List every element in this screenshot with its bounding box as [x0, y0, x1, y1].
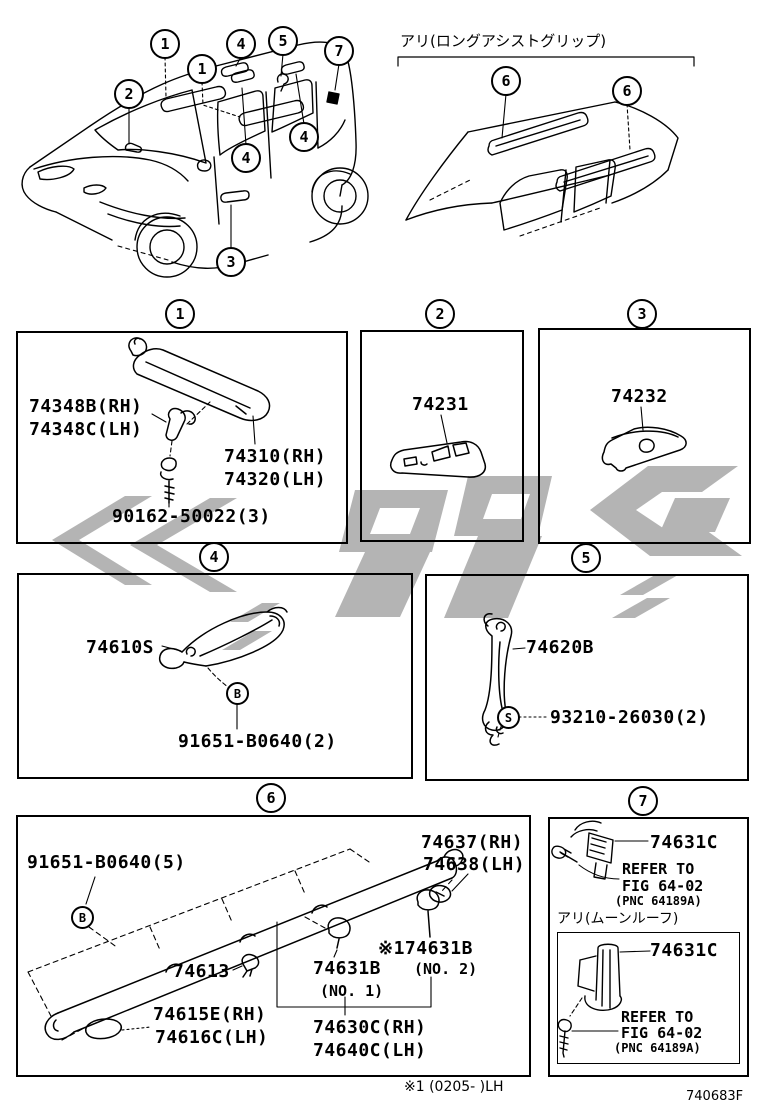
- long-assist-grip-legend: アリ(ロングアシストグリップ): [400, 32, 607, 50]
- part-90162-50022: 90162-50022(3): [112, 506, 271, 527]
- part-74610S: 74610S: [86, 637, 155, 658]
- refer-line-2: FIG 64-02: [622, 877, 704, 895]
- callout-3: 3: [216, 247, 246, 277]
- section-callout-3: 3: [627, 299, 657, 329]
- part-74638: 74638(LH): [423, 854, 526, 875]
- moonroof-legend: アリ(ムーンルーフ): [557, 911, 679, 927]
- callout-label: 7: [638, 792, 648, 810]
- callout-1b: 1: [187, 54, 217, 84]
- callout-label: 1: [160, 35, 170, 53]
- callout-4a: 4: [226, 29, 256, 59]
- part-91651-B0640-5: 91651-B0640(5): [27, 852, 186, 873]
- callout-label: 6: [501, 72, 511, 90]
- part-74631B-no1-sub: (NO. 1): [320, 982, 384, 1000]
- refer-line-5: FIG 64-02: [621, 1024, 703, 1042]
- part-74640C: 74640C(LH): [313, 1040, 427, 1061]
- callout-label: 6: [266, 789, 276, 807]
- callout-label: 7: [334, 42, 344, 60]
- document-number: 740683F: [686, 1089, 744, 1104]
- callout-label: 3: [637, 305, 647, 323]
- refer-line-3: (PNC 64189A): [615, 894, 702, 908]
- part-74631B-no2-sub: (NO. 2): [414, 960, 478, 978]
- fastener-letter: S: [504, 710, 513, 725]
- part-74631C-bottom: 74631C: [650, 940, 719, 961]
- callout-6a: 6: [491, 66, 521, 96]
- callout-2: 2: [114, 79, 144, 109]
- part-74348C: 74348C(LH): [29, 419, 143, 440]
- part-74613: 74613: [173, 961, 230, 982]
- section-callout-7: 7: [628, 786, 658, 816]
- section-box-5: [425, 574, 749, 781]
- part-93210-26030: 93210-26030(2): [550, 707, 709, 728]
- part-74231: 74231: [412, 394, 469, 415]
- part-74232: 74232: [611, 386, 668, 407]
- part-74310: 74310(RH): [224, 446, 327, 467]
- callout-label: 1: [197, 60, 207, 78]
- callout-4b: 4: [231, 143, 261, 173]
- callout-label: 4: [299, 128, 309, 146]
- part-74348B: 74348B(RH): [29, 396, 143, 417]
- callout-5: 5: [268, 26, 298, 56]
- section-callout-6: 6: [256, 783, 286, 813]
- part-74616C: 74616C(LH): [155, 1027, 269, 1048]
- callout-label: 3: [226, 253, 236, 271]
- fastener-symbol-b2: B: [71, 906, 94, 929]
- part-74615E: 74615E(RH): [153, 1004, 267, 1025]
- footnote: ※1 (0205- )LH: [404, 1079, 504, 1095]
- part-74630C: 74630C(RH): [313, 1017, 427, 1038]
- section-callout-1: 1: [165, 299, 195, 329]
- moonroof-sub-box: [557, 932, 740, 1064]
- callout-label: 4: [209, 548, 219, 566]
- fastener-symbol-s: S: [497, 706, 520, 729]
- section-callout-4: 4: [199, 542, 229, 572]
- fastener-letter: B: [233, 686, 242, 701]
- callout-label: 2: [435, 305, 445, 323]
- part-91651-B0640-2: 91651-B0640(2): [178, 731, 337, 752]
- section-callout-2: 2: [425, 299, 455, 329]
- part-74320: 74320(LH): [224, 469, 327, 490]
- callout-1a: 1: [150, 29, 180, 59]
- fastener-symbol-b1: B: [226, 682, 249, 705]
- section-box-6: [16, 815, 531, 1077]
- fastener-letter: B: [78, 910, 87, 925]
- callout-label: 5: [581, 549, 591, 567]
- callout-label: 4: [236, 35, 246, 53]
- part-74631B-no1: 74631B: [313, 958, 382, 979]
- part-74637: 74637(RH): [421, 832, 524, 853]
- callout-label: 6: [622, 82, 632, 100]
- part-74631C-top: 74631C: [650, 832, 719, 853]
- section-box-7: [548, 817, 749, 1077]
- part-74631B-no2: ※174631B: [378, 938, 473, 959]
- refer-line-6: (PNC 64189A): [614, 1041, 701, 1055]
- refer-line-1: REFER TO: [622, 860, 695, 878]
- roof-car-illustration: [397, 56, 695, 237]
- callout-7: 7: [324, 36, 354, 66]
- section-callout-5: 5: [571, 543, 601, 573]
- callout-label: 4: [241, 149, 251, 167]
- callout-label: 5: [278, 32, 288, 50]
- callout-label: 2: [124, 85, 134, 103]
- section-box-3: [538, 328, 751, 544]
- section-box-2: [360, 330, 524, 542]
- refer-line-4: REFER TO: [621, 1008, 694, 1026]
- callout-6b: 6: [612, 76, 642, 106]
- callout-4c: 4: [289, 122, 319, 152]
- part-74620B: 74620B: [526, 637, 595, 658]
- callout-label: 1: [175, 305, 185, 323]
